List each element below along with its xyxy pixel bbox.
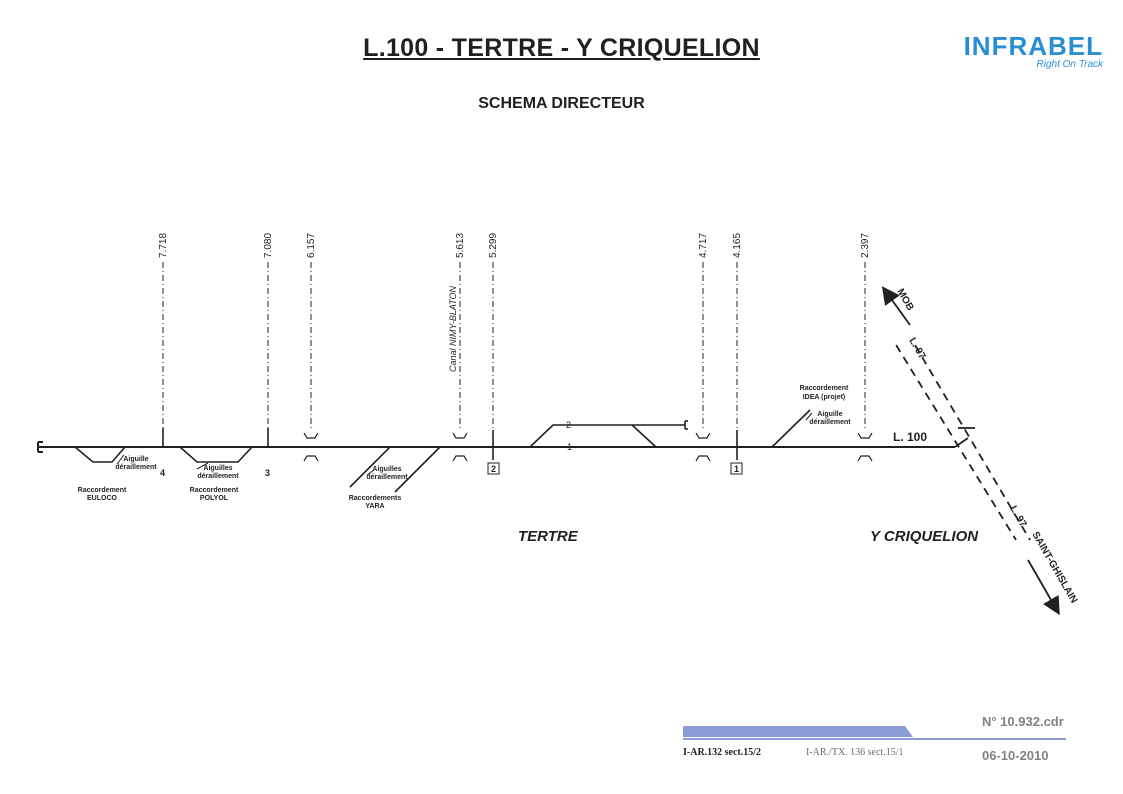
main-track xyxy=(37,441,955,453)
idea-label: IDEA (projet) xyxy=(803,394,846,401)
boxed-number-text: 1 xyxy=(734,464,739,474)
reference-2: I-AR./TX. 136 sect.15/1 xyxy=(806,747,904,758)
arrow-saint-ghislain xyxy=(1027,559,1060,616)
euloco-siding xyxy=(74,446,126,463)
reference-1: I-AR.132 sect.15/2 xyxy=(683,747,762,758)
idea-branch xyxy=(771,409,811,448)
km-marker-labels: 7.718 7.080 6.157 5.613 5.299 4.717 4.16… xyxy=(158,233,871,258)
boxed-number-2: 2 xyxy=(487,462,500,475)
km-marker-lines xyxy=(162,262,866,428)
drawing-number: N° 10.932.cdr xyxy=(982,714,1064,729)
euloco-label: EULOCO xyxy=(87,495,118,502)
km-label: 7.080 xyxy=(263,233,274,258)
logo-tagline: Right On Track xyxy=(1036,59,1104,70)
tertre-track-2 xyxy=(529,420,688,448)
idea-aiguille-label: déraillement xyxy=(809,419,851,426)
aiguille-label: Aiguille xyxy=(123,456,148,463)
infrabel-logo: INFRABEL Right On Track xyxy=(953,33,1103,71)
l97-label-top: L. 97 xyxy=(906,336,927,362)
drawing-date: 06-10-2010 xyxy=(982,748,1049,763)
station-tertre: TERTRE xyxy=(518,528,579,545)
polyol-label: Raccordement xyxy=(190,487,239,494)
line-label-l100: L. 100 xyxy=(893,430,927,444)
idea-label: Raccordement xyxy=(800,385,849,392)
km-label: 7.718 xyxy=(158,233,169,258)
signal-ticks xyxy=(162,428,738,460)
arrow-mob xyxy=(881,286,911,326)
km-label: 4.717 xyxy=(698,233,709,258)
aiguilles-label: déraillement xyxy=(197,473,239,480)
km-label: 6.157 xyxy=(306,233,317,258)
yara-aiguilles-label: Aiguilles xyxy=(372,466,401,473)
km-label: 2.397 xyxy=(860,233,871,258)
yara-label: Raccordements xyxy=(349,495,402,502)
footer-bar xyxy=(683,726,913,737)
aiguilles-label: Aiguilles xyxy=(203,465,232,472)
boxed-number-text: 2 xyxy=(491,464,496,474)
aiguille-label: déraillement xyxy=(115,464,157,471)
bridge-symbols xyxy=(303,432,873,462)
idea-aiguille-label: Aiguille xyxy=(817,411,842,418)
l97-track-dashes xyxy=(891,339,1032,541)
l97-junction xyxy=(954,427,975,448)
direction-saint-ghislain: SAINT-GHISLAIN xyxy=(1029,530,1079,605)
euloco-label: Raccordement xyxy=(78,487,127,494)
signal-number-4: 4 xyxy=(160,468,165,478)
page-title: L.100 - TERTRE - Y CRIQUELION xyxy=(363,34,760,62)
yara-label: YARA xyxy=(365,503,384,510)
boxed-number-1: 1 xyxy=(730,462,743,475)
signal-number-3: 3 xyxy=(265,468,270,478)
yara-aiguilles-label: déraillement xyxy=(366,474,408,481)
track-number-2: 2 xyxy=(566,420,571,430)
l97-label-bottom: L. 97 xyxy=(1007,504,1028,530)
page-subtitle: SCHEMA DIRECTEUR xyxy=(478,95,645,112)
track-number-1: 1 xyxy=(567,442,572,452)
polyol-siding xyxy=(179,446,253,463)
km-label: 4.165 xyxy=(732,233,743,258)
yara-sidings xyxy=(349,446,441,493)
canal-label: Canal NIMY-BLATON xyxy=(448,285,458,372)
km-label: 5.299 xyxy=(488,233,499,258)
km-label: 5.613 xyxy=(455,233,466,258)
station-y-criquelion: Y CRIQUELION xyxy=(870,528,979,545)
polyol-label: POLYOL xyxy=(200,495,229,502)
logo-name: INFRABEL xyxy=(963,31,1103,61)
